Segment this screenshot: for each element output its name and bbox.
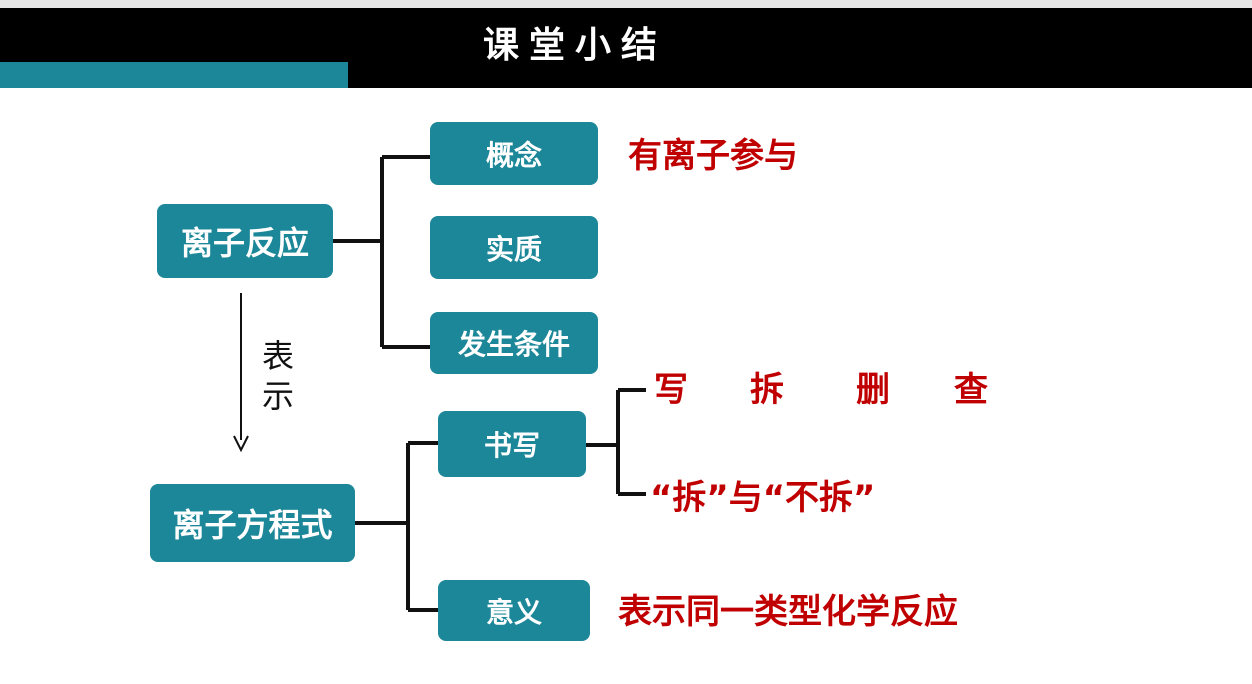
writing-step-3: 删 [856, 370, 890, 410]
node-concept: 概念 [430, 122, 598, 185]
node-writing: 书写 [438, 411, 586, 477]
arrow-label-char-2: 示 [261, 377, 294, 415]
arrow-head [233, 435, 249, 453]
arrow-label: 表 示 [258, 336, 298, 416]
writing-step-4: 查 [954, 370, 988, 410]
top-strip [0, 0, 1252, 8]
node-essence: 实质 [430, 216, 598, 279]
slide-title: 课堂小结 [482, 25, 667, 66]
concept-note: 有离子参与 [628, 136, 798, 176]
node-ionic-equation: 离子方程式 [150, 484, 355, 562]
node-meaning: 意义 [438, 580, 590, 641]
split-note: “拆”与“不拆” [650, 478, 876, 518]
header-accent-bar [0, 62, 348, 88]
arrow-label-char-1: 表 [261, 337, 294, 375]
writing-step-2: 拆 [750, 370, 784, 410]
node-ionic-reaction: 离子反应 [157, 204, 333, 278]
node-conditions: 发生条件 [430, 312, 598, 374]
meaning-note: 表示同一类型化学反应 [618, 592, 958, 632]
writing-step-1: 写 [654, 370, 688, 410]
